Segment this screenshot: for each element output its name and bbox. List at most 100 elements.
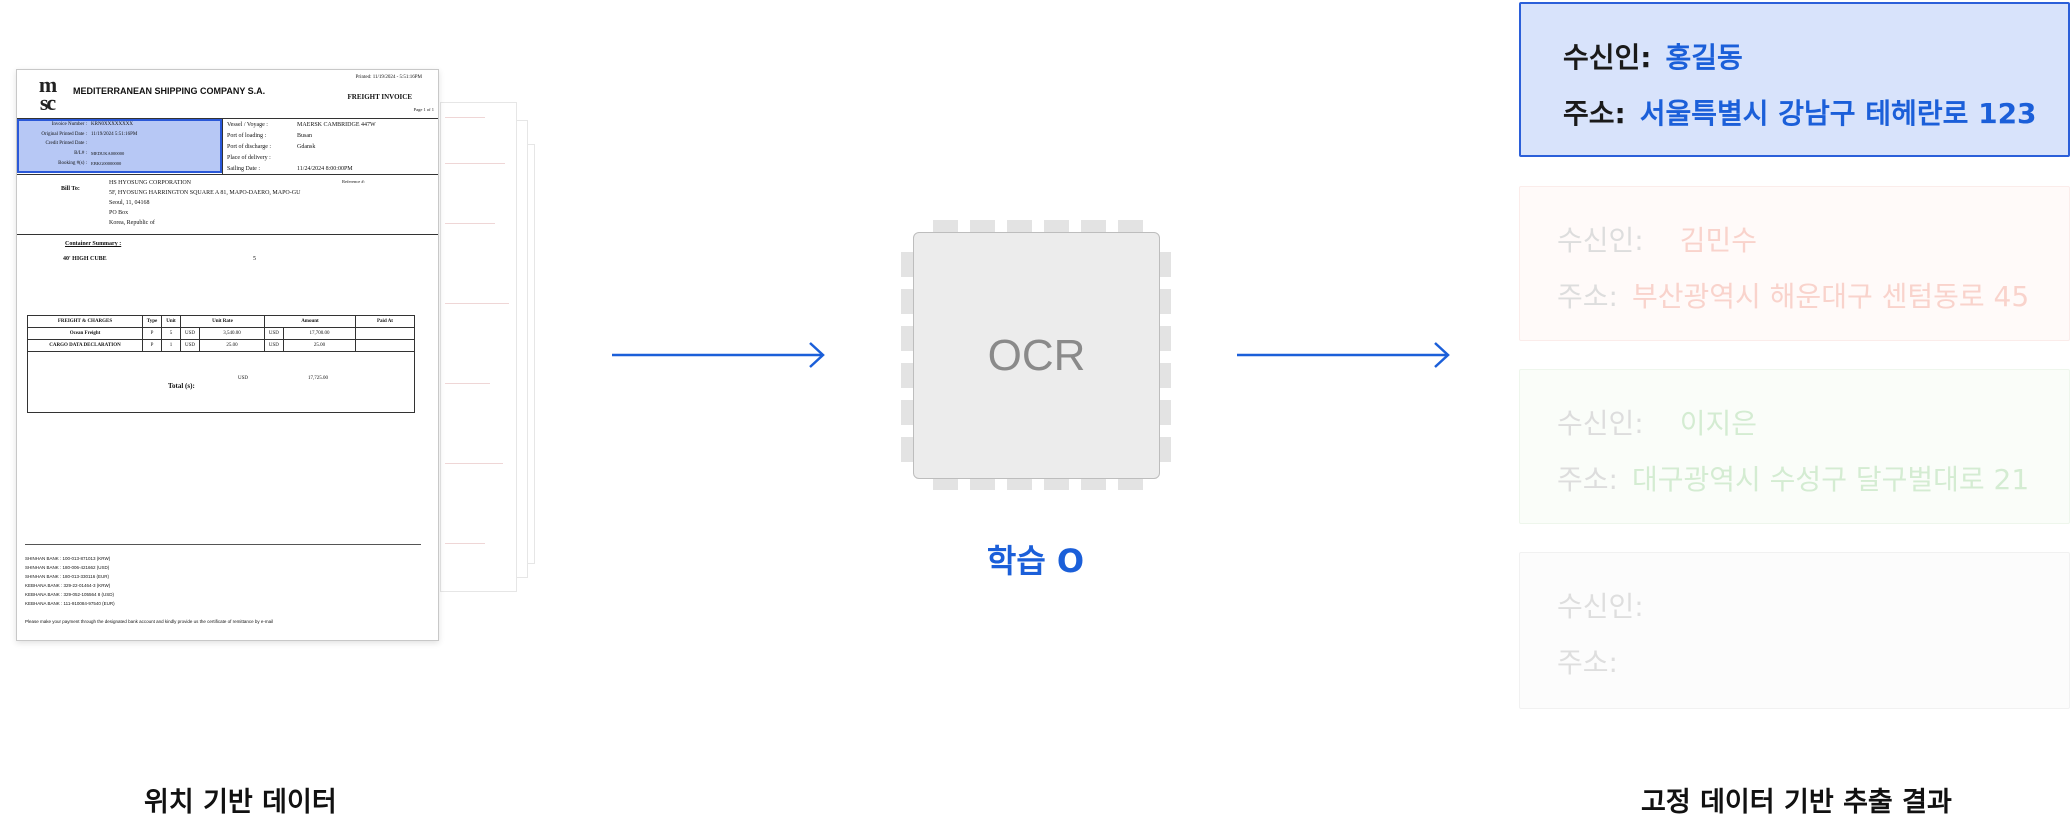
reference-label: Reference #: (342, 179, 365, 184)
recipient-label: 수신인: (1557, 224, 1644, 257)
bank-line: SHINHAN BANK : 180-006-421662 (USD) (25, 565, 110, 570)
recipient-row: 수신인: (1557, 585, 1658, 625)
table-header: Unit Rate (180, 315, 265, 328)
field-label: Sailing Date : (227, 166, 260, 172)
table-header: Amount (263, 315, 357, 328)
field-label: Vessel / Voyage : (227, 122, 268, 128)
bill-to-line: Korea, Republic of (109, 220, 155, 226)
container-summary-label: Container Summary : (65, 241, 122, 247)
field-label: Port of discharge : (227, 144, 272, 150)
bill-to-line: Seoul, 11, 04168 (109, 200, 150, 206)
bank-line: KEBHANA BANK : 111-910084-97540 (EUR) (25, 601, 115, 606)
result-card: 수신인: 홍길동 주소: 서울특별시 강남구 테헤란로 123 (1519, 2, 2070, 157)
training-status-label: 학습 O (986, 542, 1085, 580)
address-value: 부산광역시 해운대구 센텀동로 45 (1631, 280, 2030, 313)
result-card: 수신인: 이지은 주소: 대구광역시 수성구 달구벌대로 21 (1519, 369, 2070, 524)
address-value: 서울특별시 강남구 테헤란로 123 (1639, 97, 2037, 130)
arrow-right-icon (1237, 342, 1450, 368)
table-cell: 3,540.00 (199, 327, 265, 340)
bank-line: KEBHANA BANK : 329-22-01464-3 (KRW) (25, 583, 111, 588)
recipient-row: 수신인: 이지은 (1557, 402, 1757, 442)
result-card: 수신인: 김민수 주소: 부산광역시 해운대구 센텀동로 45 (1519, 186, 2070, 341)
table-header: Paid At (355, 315, 415, 328)
bank-line: SHINHAN BANK : 180-013-330116 (EUR) (25, 574, 109, 579)
recipient-label: 수신인: (1563, 41, 1652, 74)
payment-note: Please make your payment through the des… (25, 619, 274, 624)
address-row: 주소: 서울특별시 강남구 테헤란로 123 (1563, 92, 2037, 132)
total-amount: 17,725.00 (308, 376, 328, 381)
address-label: 주소: (1557, 646, 1618, 679)
table-cell: 17,700.00 (282, 327, 357, 340)
field-label: Invoice Number : (51, 122, 87, 127)
table-row: CARGO DATA DECLARATION P 1 USD 25.00 USD… (27, 339, 415, 352)
recipient-label: 수신인: (1557, 407, 1644, 440)
field-value: Busan (297, 133, 312, 139)
recipient-value: 김민수 (1679, 224, 1757, 257)
table-cell: CARGO DATA DECLARATION (27, 339, 143, 352)
field-value: EBKG00000000 (91, 161, 122, 166)
caption-fixed-data-result: 고정 데이터 기반 추출 결과 (1641, 787, 1952, 818)
bill-to-line: HS HYOSUNG CORPORATION (109, 180, 192, 186)
table-cell: 1 (161, 339, 181, 352)
table-cell: P (142, 327, 162, 340)
bill-to-label: Bill To: (61, 186, 80, 192)
total-currency: USD (238, 376, 249, 381)
table-cell: P (142, 339, 162, 352)
table-header: FREIGHT & CHARGES (27, 315, 143, 328)
field-value: Gdansk (297, 144, 316, 150)
table-cell: USD (263, 339, 284, 352)
address-label: 주소: (1557, 280, 1618, 313)
container-count: 5 (253, 256, 256, 262)
total-label: Total (s): (168, 382, 195, 390)
address-row: 주소: 부산광역시 해운대구 센텀동로 45 (1557, 275, 2029, 315)
table-cell: USD (180, 327, 200, 340)
field-value: MAERSK CAMBRIDGE 447W (297, 122, 376, 128)
invoice-title: FREIGHT INVOICE (347, 93, 413, 101)
address-row: 주소: 대구광역시 수성구 달구벌대로 21 (1557, 458, 2029, 498)
bill-to-line: 5F, HYOSUNG HARRINGTON SQUARE A 81, MAPO… (109, 190, 301, 196)
ocr-label: OCR (987, 330, 1086, 380)
field-label: Original Printed Date : (41, 132, 87, 137)
highlighted-region (17, 119, 222, 173)
table-cell (355, 327, 415, 340)
recipient-value: 이지은 (1679, 407, 1757, 440)
arrow-right-icon (612, 342, 825, 368)
address-value: 대구광역시 수성구 달구벌대로 21 (1631, 463, 2030, 496)
table-cell: USD (180, 339, 200, 352)
field-label: Port of loading : (227, 133, 267, 139)
ocr-chip-body: OCR (913, 232, 1160, 479)
field-value: 11/24/2024 8:00:00PM (297, 166, 353, 172)
bill-to-line: PO Box (109, 210, 129, 216)
field-label: Place of delivery : (227, 155, 271, 161)
result-card: 수신인: 주소: (1519, 552, 2070, 709)
table-cell: 25.00 (199, 339, 265, 352)
page-number: Page 1 of 1 (413, 107, 434, 112)
freight-charges-table: FREIGHT & CHARGES Type Unit Unit Rate Am… (27, 315, 415, 413)
field-value: 11/19/2024 5:51:16PM (91, 132, 138, 137)
table-cell: USD (263, 327, 284, 340)
field-value: KRN0XXXXXXXX (91, 122, 133, 127)
table-total-row: Total (s): USD 17,725.00 (27, 351, 415, 413)
field-label: B/L# : (74, 151, 87, 156)
table-cell: 25.00 (282, 339, 357, 352)
address-label: 주소: (1563, 97, 1626, 130)
container-type: 40' HIGH CUBE (63, 256, 107, 262)
recipient-row: 수신인: 김민수 (1557, 219, 1757, 259)
table-cell (355, 339, 415, 352)
table-header: Unit (161, 315, 181, 328)
recipient-value: 홍길동 (1665, 41, 1743, 74)
printed-stamp: Printed: 11/19/2024 - 5:51:16PM (355, 75, 422, 80)
table-header: Type (142, 315, 162, 328)
address-row: 주소: (1557, 641, 1632, 681)
table-cell: 5 (161, 327, 181, 340)
field-value: MEDUKA000000 (91, 151, 125, 156)
table-cell: Ocean Freight (27, 327, 143, 340)
field-label: Credit Printed Date : (45, 141, 87, 146)
recipient-label: 수신인: (1557, 590, 1644, 623)
table-row: Ocean Freight P 5 USD 3,540.00 USD 17,70… (27, 327, 415, 340)
address-label: 주소: (1557, 463, 1618, 496)
recipient-row: 수신인: 홍길동 (1563, 36, 1743, 76)
field-label: Booking #(s) : (58, 161, 87, 166)
